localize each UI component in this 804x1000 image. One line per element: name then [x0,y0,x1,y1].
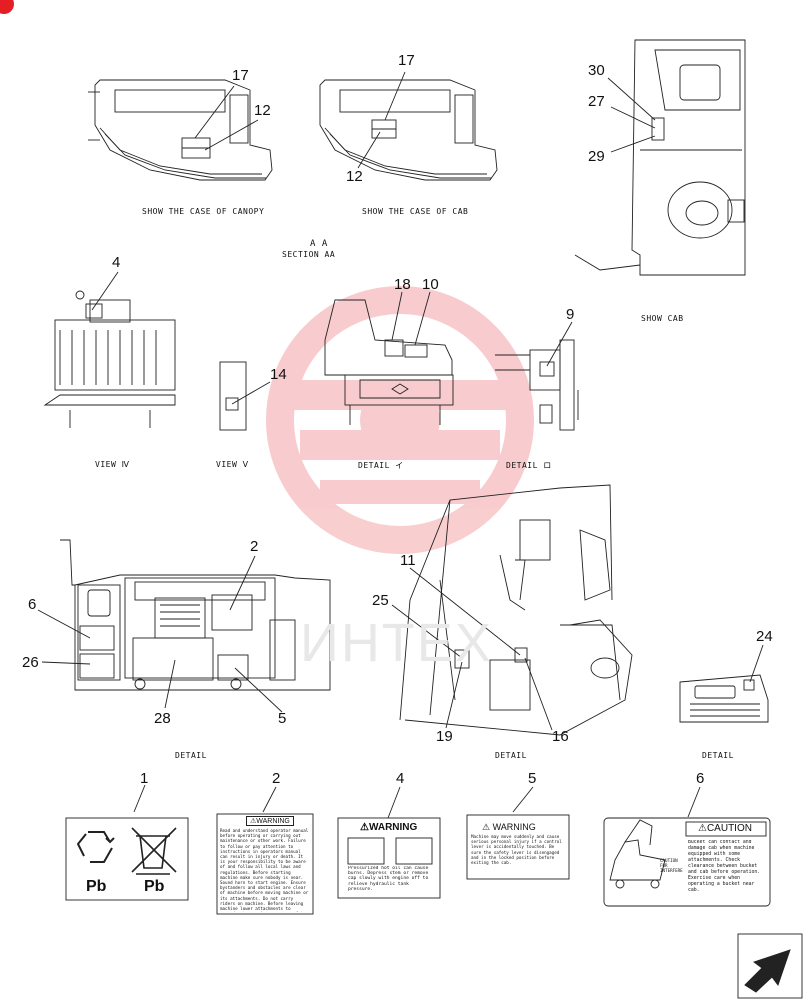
caption-detail-right: DETAIL [702,751,734,760]
callout-16[interactable]: 16 [552,728,569,745]
caution-label-6-title: ⚠CAUTION [698,823,752,834]
caution-label-6-figure-text: CAUTION FOR INTERFERE [660,858,683,874]
next-page-arrow-icon[interactable] [744,949,791,993]
callout-28[interactable]: 28 [154,710,171,727]
caption-cab-case: SHOW THE CASE OF CAB [362,207,469,216]
pb-text-1: Pb [86,878,107,895]
callout-17[interactable]: 17 [398,52,415,69]
caption-aa: A A [310,239,328,249]
detail-right-drawing [679,674,769,723]
hot-oil-pictogram-1 [347,837,385,865]
callout-12[interactable]: 12 [254,102,271,119]
warning-label-5-body: Machine may move suddenly and cause seri… [471,834,565,866]
caution-label-6-body: Bucket can contact and damage cab when m… [688,840,764,893]
callout-18[interactable]: 18 [394,276,411,293]
excavator-pictogram [609,819,666,889]
caption-view-v: VIEW Ⅴ [216,460,249,469]
callout-24[interactable]: 24 [756,628,773,645]
watermark-text: ИНТЕХ [300,613,493,673]
callout-30[interactable]: 30 [588,62,605,79]
caption-detail-ro: DETAIL ロ [506,461,552,470]
warning-label-4-body: Pressurized hot oil can cause burns. Dep… [348,866,431,892]
callout-17[interactable]: 17 [232,67,249,84]
caption-canopy: SHOW THE CASE OF CANOPY [142,207,265,216]
corner-mark [0,0,14,14]
callout-2[interactable]: 2 [250,538,259,555]
canopy-case-drawing [88,79,273,181]
warning-label-2-body: Read and understand operator manual befo… [220,828,309,912]
caption-detail-i: DETAIL イ [358,461,404,470]
label-callout-6[interactable]: 6 [696,770,705,787]
label-callout-1[interactable]: 1 [140,770,149,787]
cab-case-drawing [319,79,498,181]
label-callout-2[interactable]: 2 [272,770,281,787]
callout-29[interactable]: 29 [588,148,605,165]
warning-label-5-title: ⚠ WARNING [482,822,536,832]
caption-detail-left: DETAIL [175,751,207,760]
crossed-bin-icon [131,827,177,875]
detail-i-drawing [324,299,454,425]
callout-11[interactable]: 11 [400,552,416,569]
callout-4[interactable]: 4 [112,254,121,271]
recycle-icon [76,831,115,863]
callout-12[interactable]: 12 [346,168,363,185]
caption-section-aa: SECTION AA [282,250,336,259]
battery-compartment-drawing [60,539,331,691]
watermark-logo [266,286,534,554]
pb-text-2: Pb [144,878,165,895]
control-valve-drawing [43,290,176,428]
callout-14[interactable]: 14 [270,366,287,383]
detail-ro-drawing [495,339,579,431]
label-callout-4[interactable]: 4 [396,770,405,787]
callout-27[interactable]: 27 [588,93,605,110]
label-outlines [65,813,803,999]
caption-show-cab: SHOW CAB [641,314,684,323]
callout-26[interactable]: 26 [22,654,39,671]
view-v-drawing [219,361,247,431]
hot-oil-pictogram-2 [395,837,433,865]
caption-detail-mid: DETAIL [495,751,527,760]
callout-10[interactable]: 10 [422,276,439,293]
label-callout-5[interactable]: 5 [528,770,537,787]
callout-19[interactable]: 19 [436,728,453,745]
callout-25[interactable]: 25 [372,592,389,609]
caption-view-w: VIEW Ⅳ [95,460,130,469]
callout-6[interactable]: 6 [28,596,37,613]
cab-side-drawing [574,39,746,276]
leader-lines [37,71,764,819]
cab-interior-drawing [399,484,633,736]
callout-9[interactable]: 9 [566,306,575,323]
warning-label-4-title: ⚠WARNING [360,822,418,833]
callout-5[interactable]: 5 [278,710,287,727]
warning-label-2-title: ⚠WARNING [246,816,294,826]
